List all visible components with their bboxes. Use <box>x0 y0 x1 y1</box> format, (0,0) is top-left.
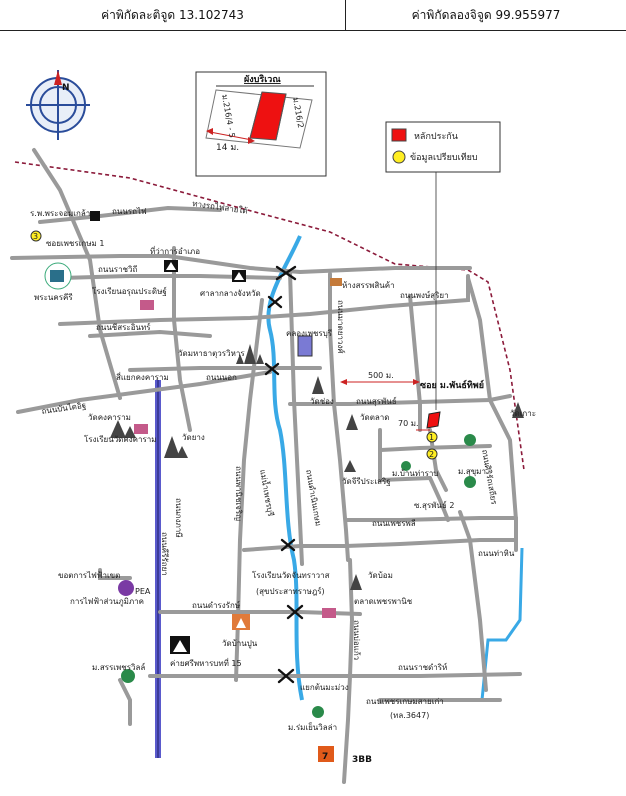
label-hospital: ร.พ.พระจอมเกล้า <box>30 209 90 218</box>
label-phra-nakhon-khiri: พระนครคีรี <box>34 293 73 302</box>
label-wat-chanthrawat-school: โรงเรียนวัดจันทราวาส <box>252 570 330 580</box>
label-wat-ban-pun: วัดบ้านปูน <box>222 639 258 649</box>
label-brand-7: 7 <box>322 752 328 762</box>
palace-icon <box>44 262 72 290</box>
compass-north-label: N <box>62 83 70 93</box>
comparable-marker-2 <box>426 448 438 460</box>
inset-width-label: 14 ม. <box>216 143 239 153</box>
label-wat-khong: วัดช่อง <box>310 397 334 406</box>
label-rd-phetkasem1: ซอยเพชรเกษม 1 <box>46 239 104 248</box>
label-rd-tha-hin: ถนนท่าหิน <box>478 549 515 558</box>
label-rd-ratchawithi: ถนนราชวิถี <box>98 265 137 274</box>
marker-2-label: 2 <box>429 450 434 459</box>
site-plan-inset <box>195 71 327 177</box>
temple-icons <box>110 344 524 590</box>
label-soi-phanthip: ซอย ม.พันธ์ทิพย์ <box>420 379 484 391</box>
label-arunpradit-school: โรงเรียนอรุณประดิษฐ์ <box>92 286 167 296</box>
road-network <box>10 148 522 784</box>
label-rd-sirathanasathit: ถนนศิริรัถเสถียร <box>480 449 499 506</box>
market-icons <box>232 278 342 630</box>
label-pea-regional: การไฟฟ้าส่วนภูมิภาค <box>70 597 144 607</box>
label-rd-phongsuriya: ถนนพงษ์สุริยา <box>400 290 449 300</box>
label-phetburi-river: แม่น้ำเพชรบุรี <box>258 468 277 517</box>
canal-right <box>480 547 524 701</box>
legend-subject-swatch <box>391 128 407 142</box>
village-icons <box>121 434 476 718</box>
label-intersection: สี่แยกคงคาราม <box>116 371 169 382</box>
label-wat-yang: วัดยาง <box>182 433 205 442</box>
label-tonmamuang-junction: แยกต้นมะม่วง <box>300 683 349 692</box>
location-map[interactable]: N ผังบริเวณ ม.216/4 - 5 ม.216/2 14 ม. หล… <box>0 30 626 796</box>
office-icons <box>90 211 246 654</box>
pea-icon <box>118 580 134 596</box>
latitude-cell: ค่าพิกัดละติจูด 13.102743 <box>101 8 244 22</box>
marker-1-label: 1 <box>429 433 434 442</box>
label-ban-thakrap: ม.บ้านท่าราบ <box>392 469 439 478</box>
label-rd-chisa-in: ถนนชีสระอินทร์ <box>96 322 151 332</box>
label-sujaprasat-school: (สุขประสาทราษฎร์) <box>256 586 325 596</box>
label-district-office: ที่ว่าการอำเภอ <box>150 245 200 256</box>
longitude-cell: ค่าพิกัดลองจิจูด 99.955977 <box>411 8 561 22</box>
label-phetchaburi-school: ม.สรรเพชรวิลล์ <box>92 662 145 672</box>
label-phetphanich-market: ตลาดเพชรพานิช <box>354 597 413 606</box>
label-wat-mahathat: วัดมหาธาตุวรวิหาร <box>178 349 245 358</box>
label-dist-70: 70 ม. <box>398 419 419 428</box>
label-wat-kat: วัดเกาะ <box>510 409 536 418</box>
school-icons <box>134 300 336 618</box>
brand-icons <box>318 746 334 762</box>
label-rd-phetphli: ถนนเพชรพลี <box>372 519 416 528</box>
label-rd-bandai-it: ถนนบันไดอิฐ <box>41 401 87 416</box>
legend-box <box>385 121 501 173</box>
inset-title: ผังบริเวณ <box>244 74 281 85</box>
label-wat-kongkaram: วัดคงคาราม <box>88 413 131 422</box>
label-police-15: ค่ายศรีพหารบทที่ 15 <box>170 657 242 668</box>
legend-comparable-swatch <box>392 150 406 164</box>
comparable-marker-1 <box>426 431 438 443</box>
label-soi-surapan2: ซ.สุรพันธ์ 2 <box>414 500 454 510</box>
label-kongkaram-school: โรงเรียนวัดคงคาราม <box>84 434 157 444</box>
comparable-marker-3 <box>30 230 42 242</box>
label-rd-kong-kamnon: ถนนกงภาษี <box>174 498 183 538</box>
label-pea-office: ขอตการไฟฟ้าเขต <box>58 571 120 580</box>
label-wat-bom: วัดบ้อม <box>368 571 393 580</box>
label-khlong-phetburi: คลองเพชรบุรี <box>286 329 333 338</box>
legend-comparable-label: ข้อมูลเปรียบเทียบ <box>410 152 478 163</box>
label-route-3647: (ทล.3647) <box>390 711 429 720</box>
label-rd-damrongrat: ถนนดำรงรักษ์ <box>192 600 240 610</box>
legend-subject-label: หลักประกัน <box>414 132 458 142</box>
label-rd-bo-kaew: ถนนบ่อแก้ว <box>352 620 361 660</box>
compass-icon <box>26 70 90 140</box>
label-brand-3bb: 3BB <box>352 755 372 765</box>
label-rommayen-village: ม.ร่มเย็นวิลล่า <box>288 722 337 732</box>
label-rd-khiri-ratthaya: ถนนคีรีรัถยา <box>160 532 169 576</box>
label-sukumma: ม.สุขุมา <box>458 467 486 476</box>
intersection-markers <box>264 265 304 684</box>
canal-right-inner <box>485 547 527 701</box>
label-phetburi-mall: ห้างสรรพสินค้า <box>342 281 395 290</box>
railway-line <box>14 161 525 471</box>
subject-parcel <box>426 411 441 429</box>
label-dist-500: 500 ม. <box>368 371 394 380</box>
label-wat-siriprasert: วัดจีรีประเสริฐ <box>342 477 391 486</box>
label-rd-rajadamnoen: ถนนราชดำริห์ <box>398 662 447 672</box>
coordinate-header: ค่าพิกัดละติจูด 13.102743 ค่าพิกัดลองจิจ… <box>0 0 626 31</box>
label-rd-panichcharoen: ถนนพานิชเจริญ <box>234 466 243 521</box>
label-rd-nok: ถนนนอก <box>206 373 237 382</box>
label-rd-damnoen-kasem: ถนนดำเนินเกษม <box>304 469 323 527</box>
label-rd-phetkasem-old: ถนนเพชรเกษมสายเก่า <box>366 697 444 706</box>
mall-icon <box>297 335 313 357</box>
label-railway: ทางรถไฟสายใต้ <box>192 199 248 216</box>
label-rd-railway: ถนนรถไฟ <box>112 207 147 216</box>
label-rd-matayawong: ถนนมาตยาวงศ์ <box>336 300 346 353</box>
label-rd-surapan: ถนนสุรพันธ์ <box>356 396 397 406</box>
label-pea-badge: PEA <box>135 587 151 596</box>
label-provincial-court: ศาลากลางจังหวัด <box>200 289 261 298</box>
header-divider <box>345 0 346 30</box>
label-wat-talat: วัดตลาด <box>360 413 389 422</box>
marker-3-label: 3 <box>33 232 38 241</box>
